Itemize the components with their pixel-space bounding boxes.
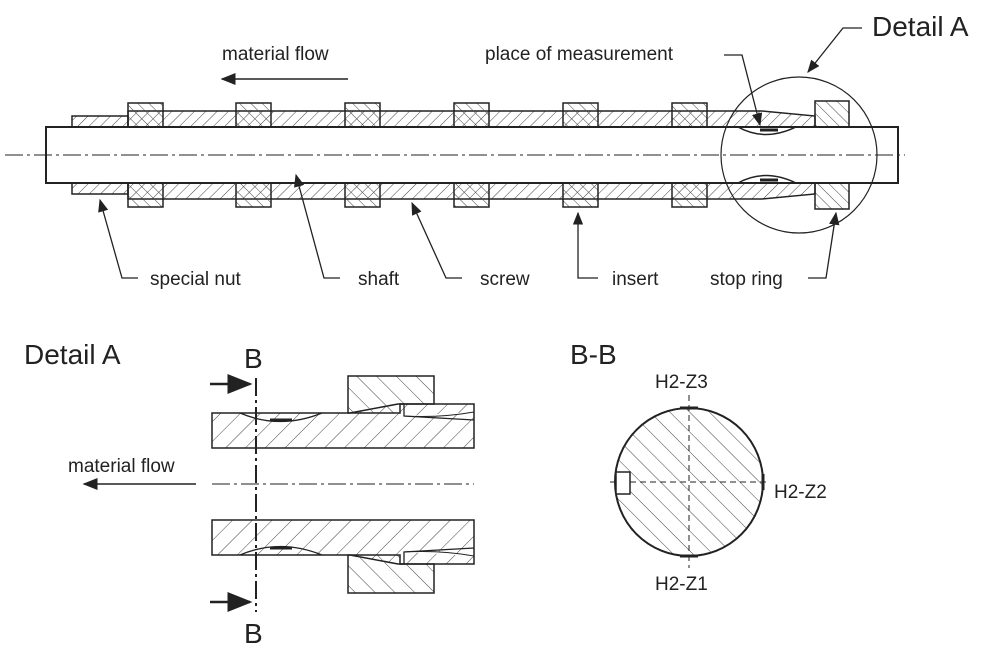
material-flow-label-detail: material flow [68, 456, 175, 477]
point-h2-z3: H2-Z3 [655, 372, 708, 393]
section-letter-bottom: B [244, 618, 263, 649]
measurement-zone-top [737, 126, 797, 136]
detail-a-view [82, 374, 475, 612]
detail-a-heading: Detail A [24, 339, 121, 370]
insert-block [562, 102, 599, 128]
point-h2-z2: H2-Z2 [774, 482, 827, 503]
insert-block [453, 182, 490, 208]
material-flow-label-top: material flow [222, 44, 329, 65]
insert-block [127, 182, 164, 208]
leader-lines [98, 27, 862, 279]
insert-block [235, 102, 272, 128]
shaft-label: shaft [358, 269, 400, 290]
detail-stop-ring-bottom [347, 554, 435, 594]
detail-a-title: Detail A [872, 11, 969, 42]
special-nut-top [71, 115, 129, 128]
section-b-b-view [610, 395, 770, 568]
detail-upper-wall [211, 403, 475, 449]
assembly-view [5, 73, 905, 234]
insert-block [344, 102, 381, 128]
inserts-bottom [127, 182, 708, 208]
insert-block [344, 182, 381, 208]
insert-block [235, 182, 272, 208]
stop-ring-label: stop ring [710, 269, 783, 290]
insert-block [671, 182, 708, 208]
screw-label: screw [480, 269, 530, 290]
detail-a-circle [720, 76, 878, 234]
insert-label: insert [612, 269, 659, 290]
stop-ring-bottom [814, 182, 850, 210]
measurement-zone-bottom [737, 174, 797, 184]
inserts-top [127, 102, 708, 128]
special-nut-label: special nut [150, 269, 242, 290]
point-h2-z1: H2-Z1 [655, 574, 708, 595]
place-of-measurement-label: place of measurement [485, 44, 674, 65]
insert-block [127, 102, 164, 128]
insert-block [562, 182, 599, 208]
keyway-slot [615, 471, 631, 495]
special-nut-bottom [71, 182, 129, 195]
stop-ring-top [814, 100, 850, 128]
section-letter-top: B [244, 343, 263, 374]
section-title: B-B [570, 339, 617, 370]
detail-lower-wall [211, 519, 475, 565]
insert-block [671, 102, 708, 128]
insert-block [453, 102, 490, 128]
